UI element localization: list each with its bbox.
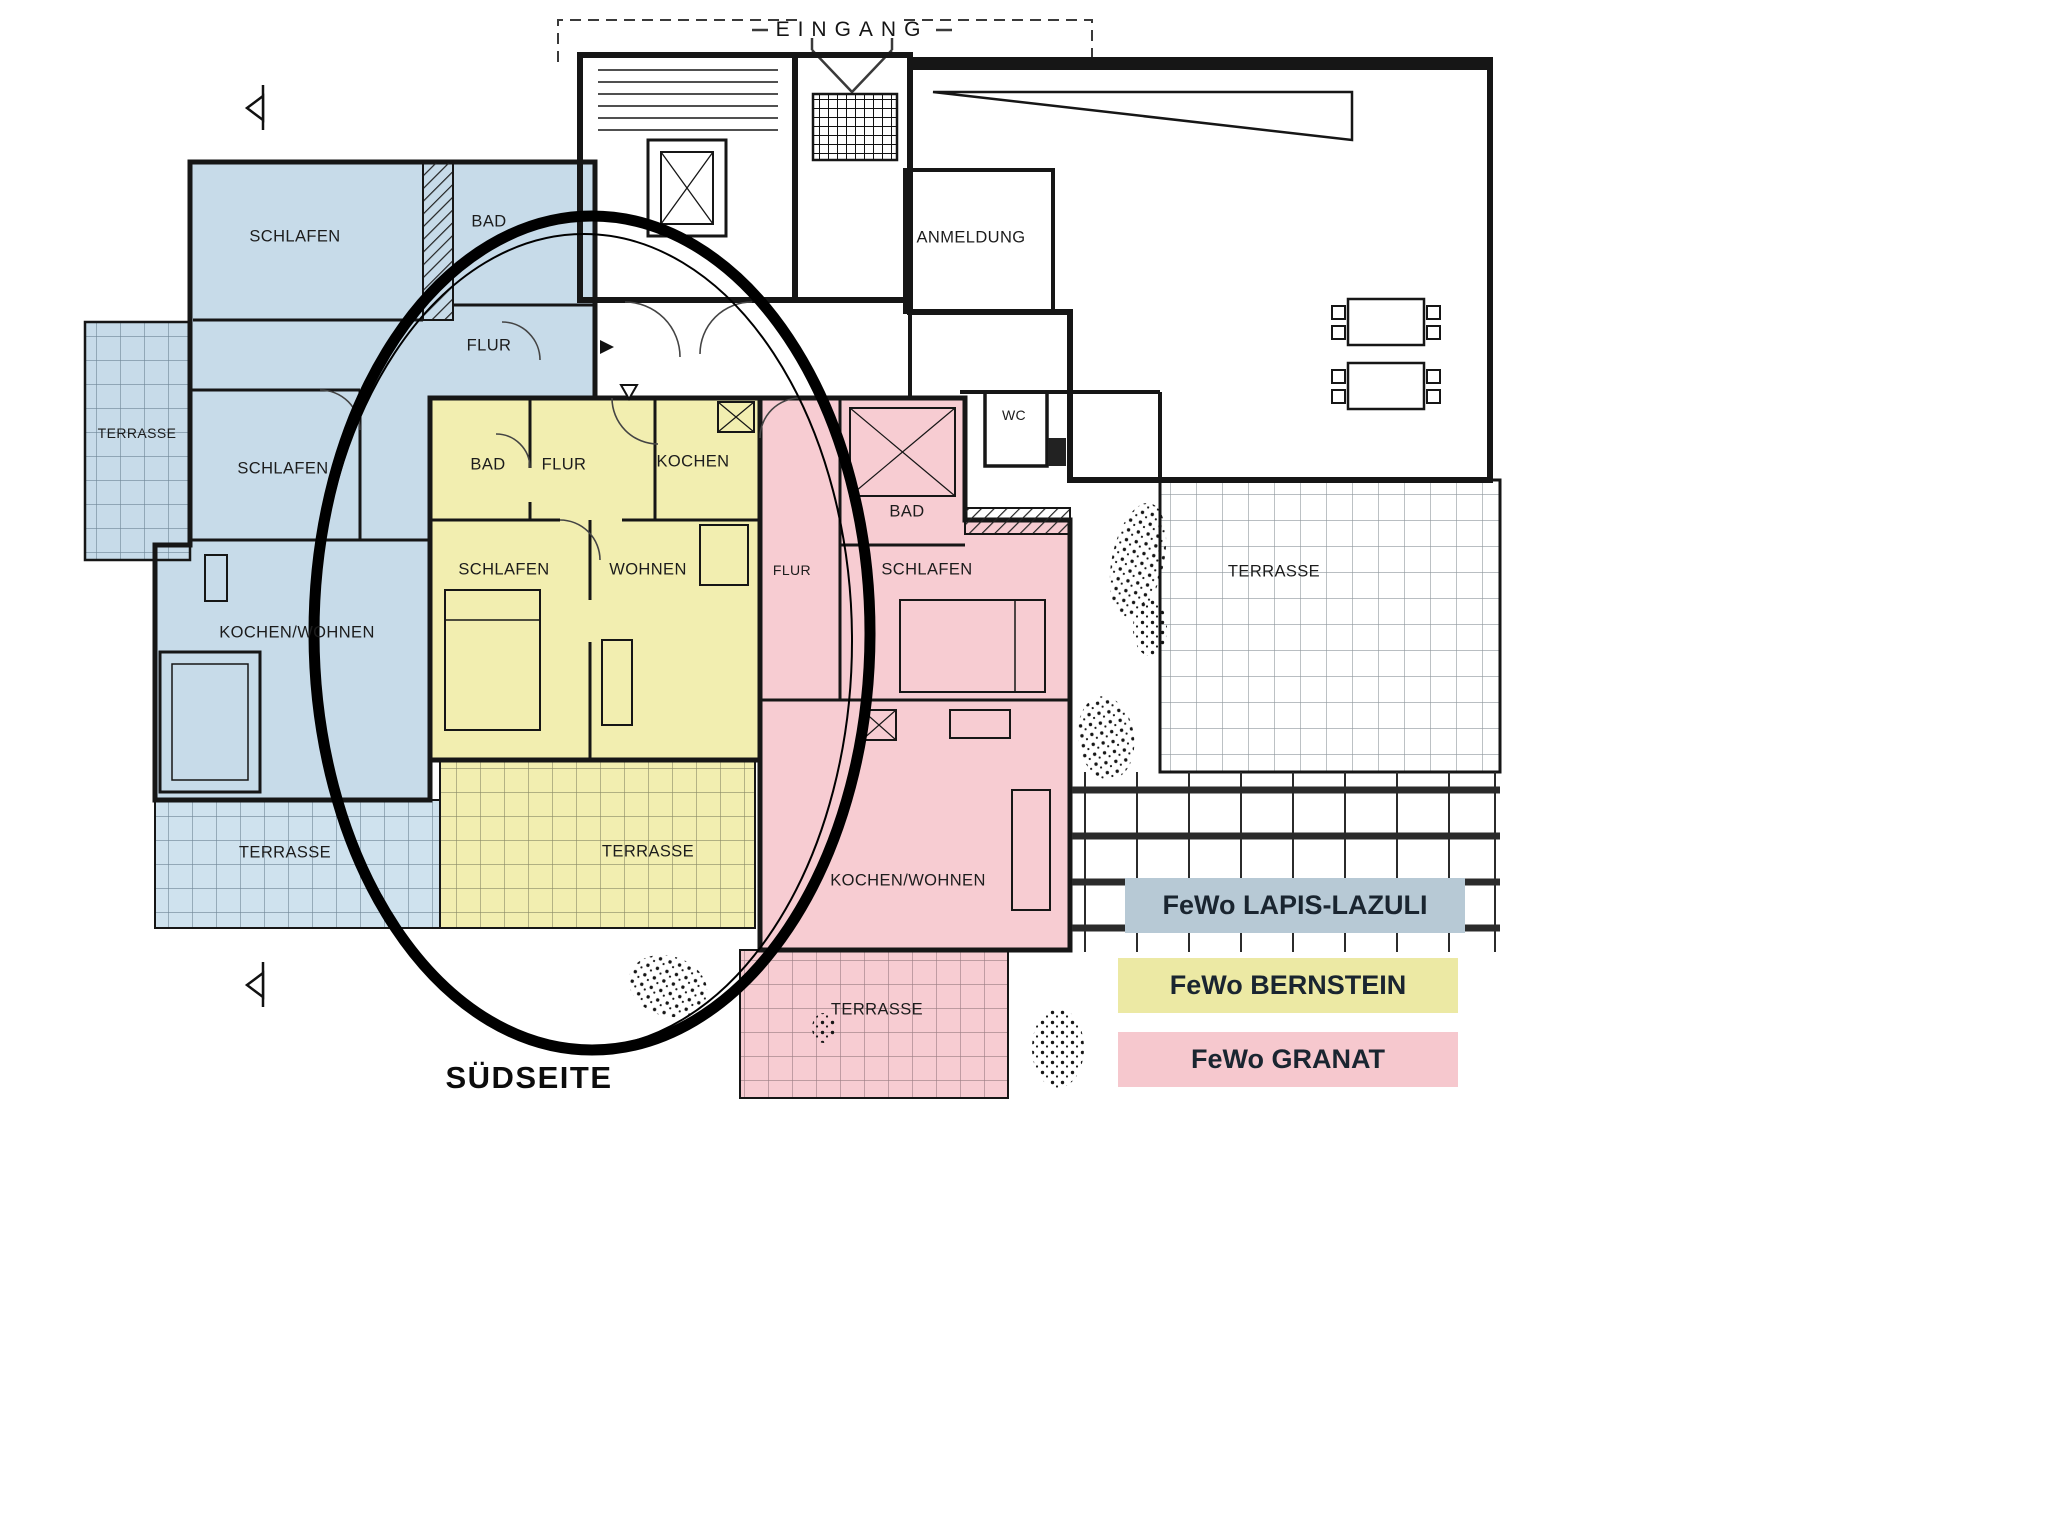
room-label-wc: WC (1001, 407, 1027, 423)
room-label-lapis-flur: FLUR (466, 336, 512, 355)
building-walls (577, 52, 1502, 774)
section-markers (244, 85, 639, 1007)
room-label-lapis-terrasse-bottom: TERRASSE (238, 843, 332, 862)
pergola (1072, 772, 1500, 952)
bernstein-apartment-shape (430, 398, 760, 760)
south-side-label: SÜDSEITE (445, 1060, 613, 1095)
room-label-lapis-terrasse-left: TERRASSE (97, 425, 177, 441)
legend-item-lapis-lazuli: FeWo LAPIS-LAZULI (1125, 878, 1465, 933)
legend-label-bernstein: FeWo BERNSTEIN (1169, 970, 1407, 1000)
legend-label-lapis-lazuli: FeWo LAPIS-LAZULI (1162, 890, 1428, 920)
room-label-bernstein-wohnen: WOHNEN (609, 560, 687, 579)
vegetation-dots (628, 503, 1167, 1088)
room-label-bernstein-schlafen: SCHLAFEN (458, 560, 550, 579)
room-label-bernstein-bad: BAD (470, 455, 506, 474)
room-label-granat-terrasse: TERRASSE (830, 1000, 924, 1019)
room-label-granat-schlafen: SCHLAFEN (881, 560, 973, 579)
entrance-label: EINGANG (775, 18, 929, 41)
room-label-lapis-schlafen-mid: SCHLAFEN (237, 459, 329, 478)
room-label-bernstein-terrasse: TERRASSE (601, 842, 695, 861)
room-label-bernstein-flur: FLUR (541, 455, 587, 474)
room-label-terrasse-right: TERRASSE (1227, 562, 1321, 581)
room-label-granat-kochen-wohnen: KOCHEN/WOHNEN (830, 871, 986, 890)
room-label-lapis-schlafen-top: SCHLAFEN (249, 227, 341, 246)
room-label-bernstein-kochen: KOCHEN (656, 452, 730, 471)
door-arcs (319, 301, 801, 561)
legend-label-granat: FeWo GRANAT (1191, 1044, 1385, 1074)
room-label-lapis-bad: BAD (471, 212, 507, 231)
entrance-markings (557, 19, 1093, 94)
highlight-ellipse (308, 210, 876, 1056)
legend-item-bernstein: FeWo BERNSTEIN (1118, 958, 1458, 1013)
apartment-walls (83, 159, 1073, 1099)
room-label-granat-flur: FLUR (772, 562, 812, 578)
terrace-grids (85, 322, 1500, 1098)
legend-item-granat: FeWo GRANAT (1118, 1032, 1458, 1087)
room-label-lapis-kochen-wohnen: KOCHEN/WOHNEN (219, 623, 375, 642)
room-label-anmeldung: ANMELDUNG (916, 228, 1026, 247)
room-label-granat-bad: BAD (889, 502, 925, 521)
